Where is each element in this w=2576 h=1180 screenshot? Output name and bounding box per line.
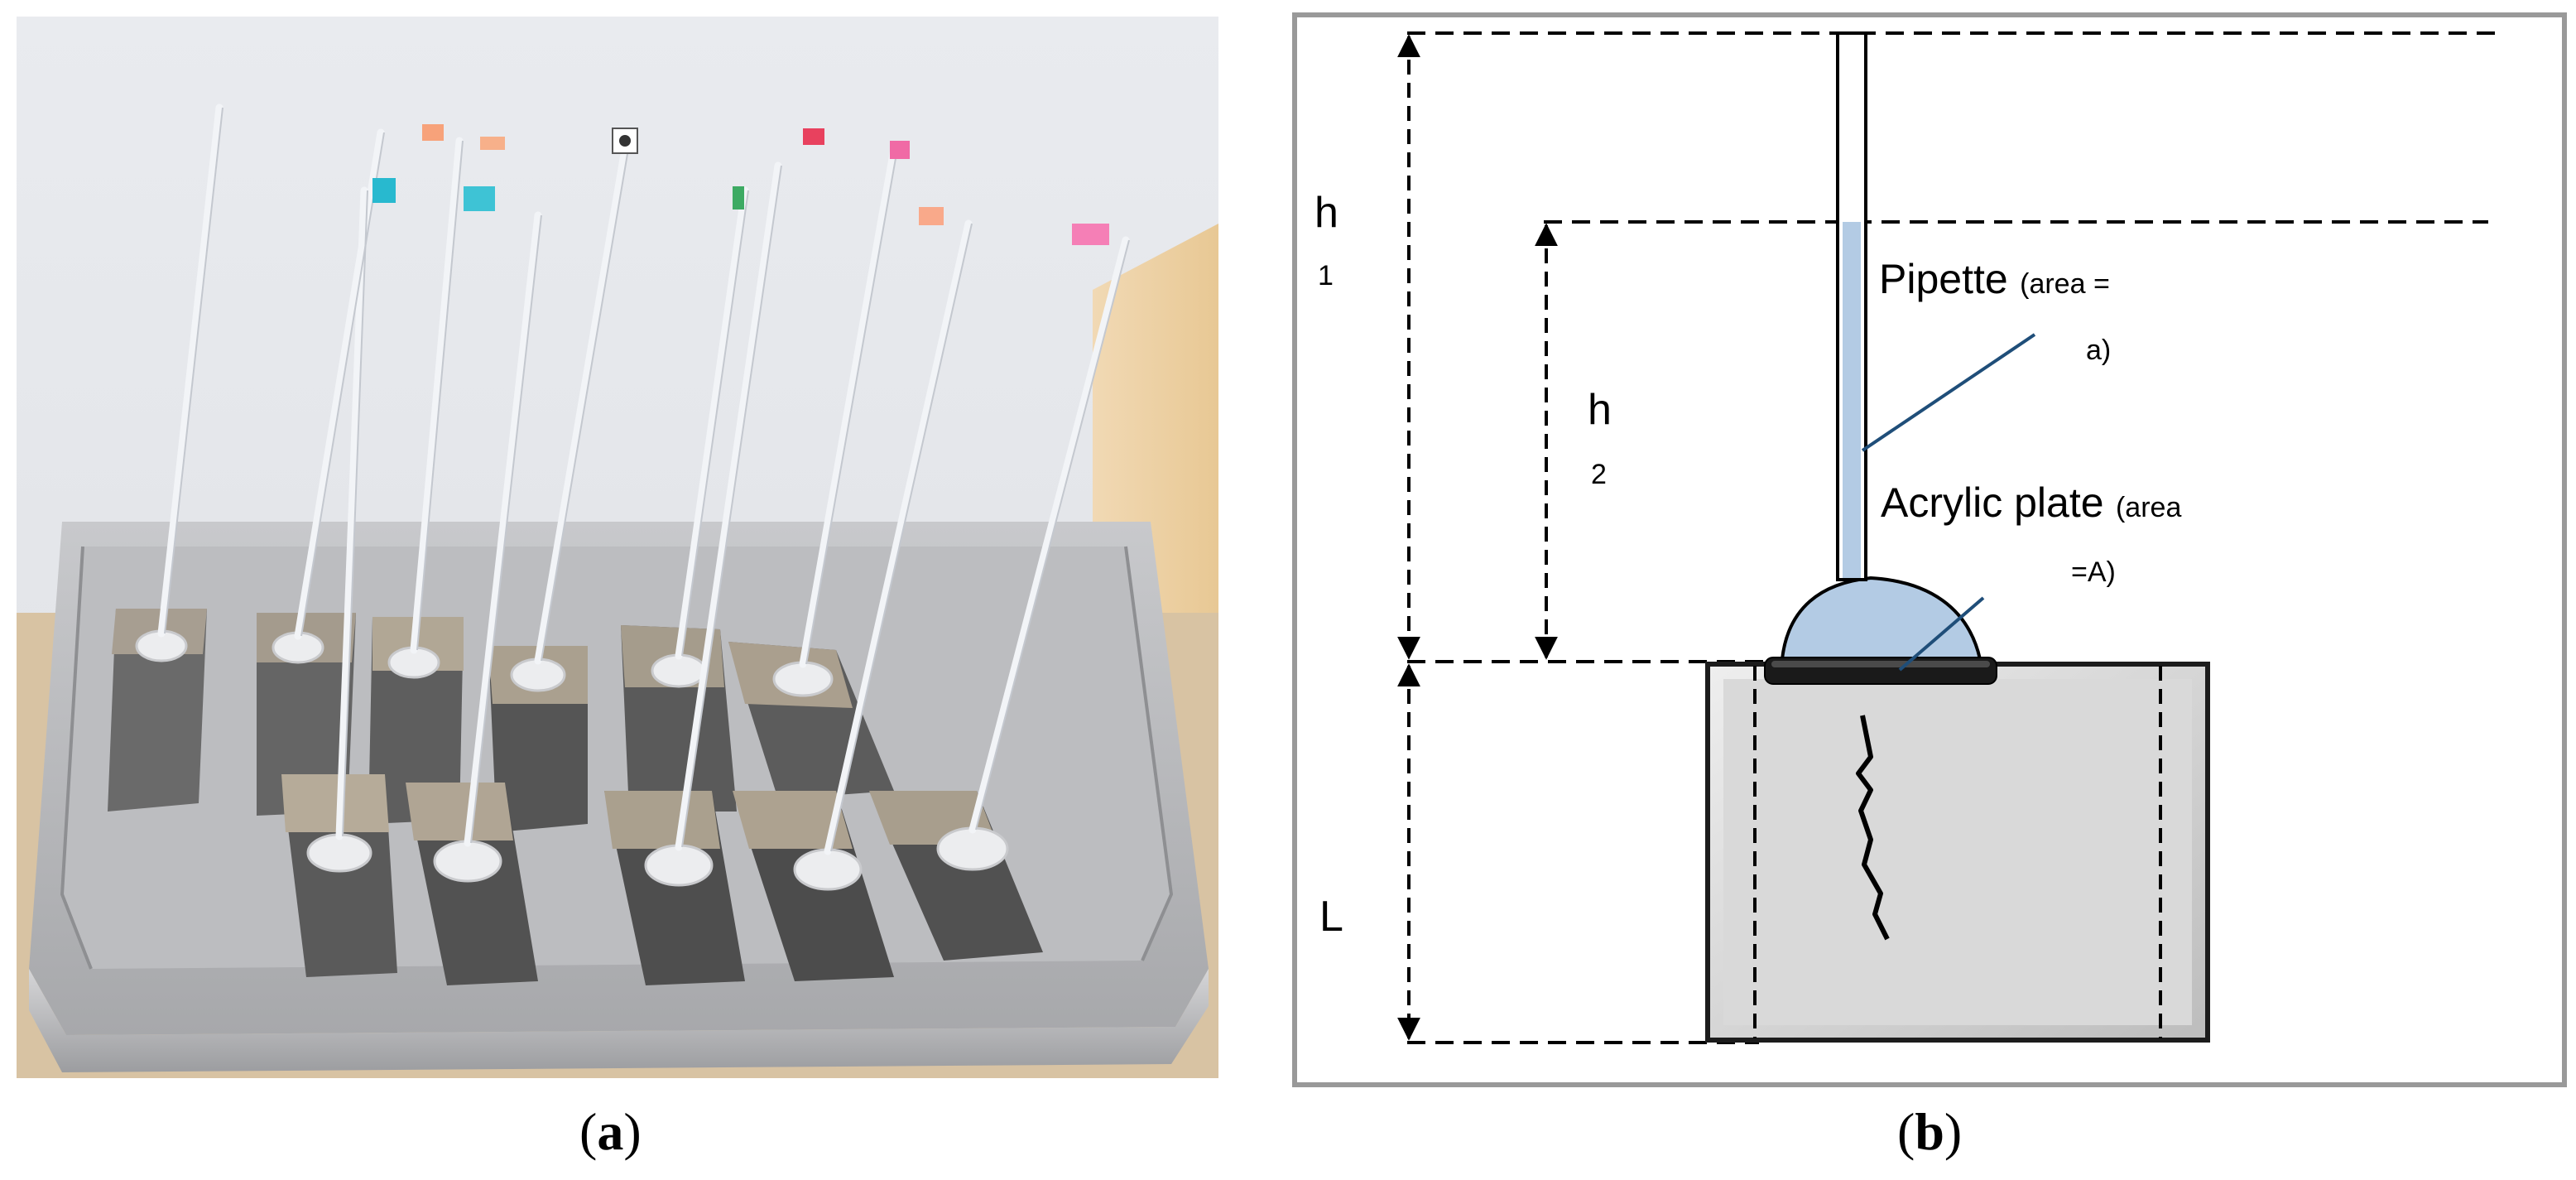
caption-a-letter: a (597, 1102, 624, 1161)
water-dome (1780, 576, 1982, 661)
tape-markers (372, 124, 1109, 245)
caption-b-letter: b (1915, 1102, 1944, 1161)
pipette-label-area: (area = (2020, 268, 2110, 300)
caption-b-open: ( (1897, 1102, 1915, 1161)
plate-label-name: Acrylic plate (1881, 479, 2104, 526)
caption-a-open: ( (579, 1102, 598, 1161)
crack-line (1856, 715, 1890, 941)
plate-area-value: =A) (2071, 556, 2116, 588)
caption-b: (b) (1897, 1101, 1962, 1163)
caption-b-close: ) (1944, 1102, 1963, 1161)
h2-label: h (1588, 386, 1612, 434)
specimen-block (1705, 662, 2210, 1043)
diagram-panel: h 1 h 2 L Pipette (area = a) Acrylic pla… (1292, 12, 2567, 1087)
pipettes (157, 104, 1130, 855)
specimen-row-front (281, 774, 1043, 985)
plate-label: Acrylic plate (area (1881, 479, 2181, 526)
l-label: L (1319, 893, 1343, 941)
pipette-leader-line (1861, 333, 2036, 452)
caption-a: (a) (579, 1101, 642, 1163)
h1-subscript: 1 (1318, 260, 1334, 291)
pipette-label: Pipette (area = (1879, 256, 2110, 302)
plate-label-area: (area (2116, 492, 2181, 523)
pipette-area-value: a) (2086, 335, 2111, 366)
plate-leader-line (1898, 596, 1985, 672)
photo-panel (17, 17, 1218, 1078)
pipette-water-column (1843, 222, 1861, 578)
h1-label: h (1314, 189, 1338, 237)
caption-a-close: ) (623, 1102, 642, 1161)
pipette-label-name: Pipette (1879, 256, 2008, 302)
acrylic-plate-highlight (1771, 661, 1990, 667)
h2-subscript: 2 (1591, 459, 1607, 490)
pipette-shadows (164, 107, 1130, 852)
